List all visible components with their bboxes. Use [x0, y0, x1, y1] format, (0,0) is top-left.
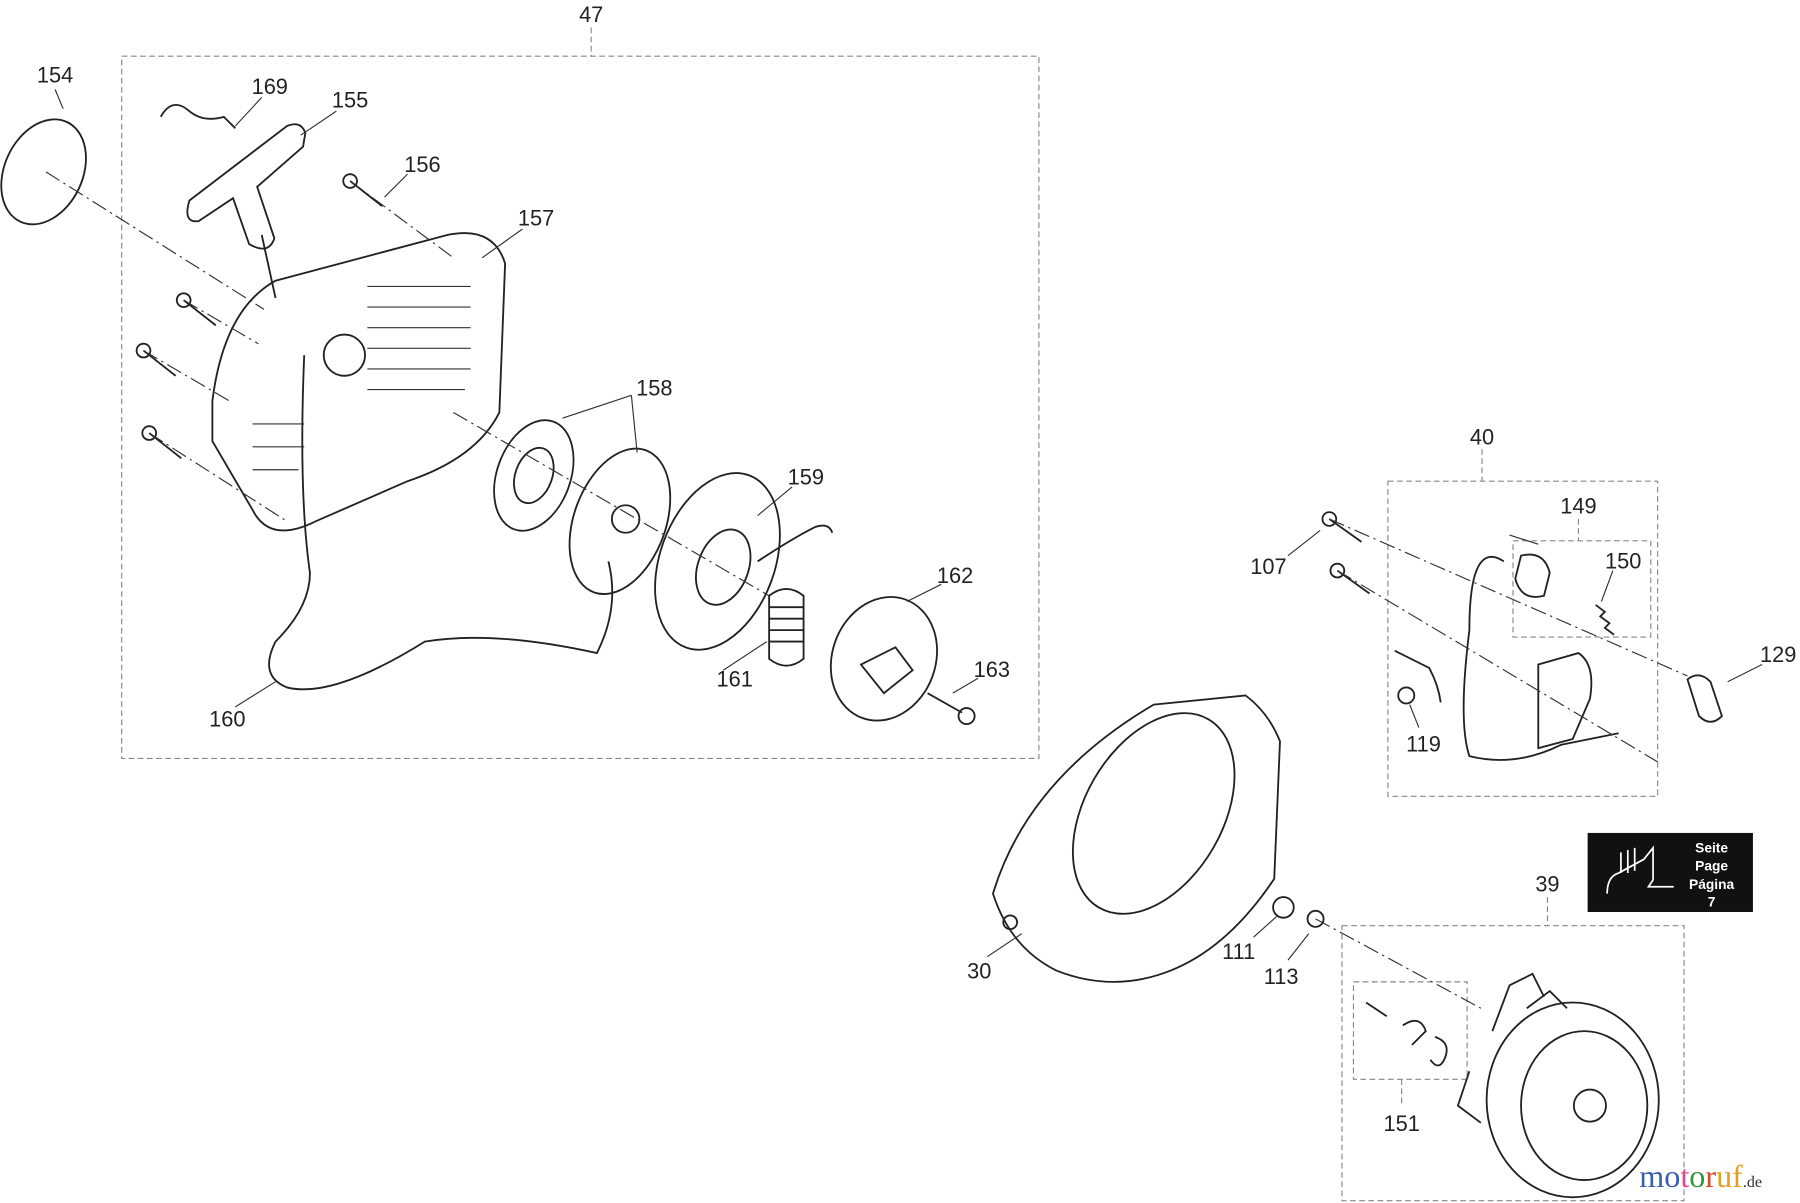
callout-157: 157 — [518, 206, 554, 231]
callout-129: 129 — [1760, 642, 1796, 667]
part-159-rope-pulley — [654, 472, 834, 651]
callout-158: 158 — [636, 375, 672, 400]
logo-letter: o — [1689, 1158, 1705, 1194]
callout-154: 154 — [37, 63, 73, 88]
part-149-spark-cap — [1514, 553, 1551, 598]
callout-47: 47 — [579, 2, 603, 27]
part-163-screw — [927, 692, 976, 726]
part-113-washer — [1306, 909, 1325, 928]
logo-letter: f — [1732, 1158, 1743, 1194]
page-ref-pagina: Página — [1689, 877, 1734, 892]
page-ref-page: Page — [1695, 859, 1728, 874]
starter-cord-icon — [1606, 845, 1674, 894]
part-150-spring — [1595, 604, 1615, 636]
logo-letter: m — [1639, 1158, 1664, 1194]
callout-119: 119 — [1406, 732, 1441, 757]
callout-161: 161 — [717, 666, 753, 691]
assembly-box-39 — [1341, 897, 1685, 1202]
ignition-screws — [1321, 511, 1371, 595]
svg-text:motoruf.de: motoruf.de — [1639, 1158, 1762, 1194]
callout-160: 160 — [209, 706, 245, 731]
callout-111: 111 — [1222, 939, 1255, 964]
housing-grille — [252, 285, 471, 471]
housing-screws — [135, 173, 383, 460]
part-158-spring-and-cover — [493, 419, 672, 595]
callout-155: 155 — [332, 88, 368, 113]
assembly-box-149 — [1512, 519, 1652, 638]
motoruf-watermark-logo: motoruf.de — [1639, 1158, 1762, 1194]
logo-letter: o — [1664, 1158, 1680, 1194]
part-154-gasket-ring — [0, 118, 87, 226]
part-162-pawl-disc — [829, 596, 938, 722]
part-111-nut — [1272, 896, 1295, 919]
logo-suffix: .de — [1743, 1174, 1762, 1191]
callout-107: 107 — [1250, 554, 1286, 579]
callout-113: 113 — [1264, 964, 1299, 989]
callout-40: 40 — [1470, 425, 1494, 450]
logo-letter: r — [1705, 1158, 1716, 1194]
callout-169: 169 — [252, 74, 288, 99]
callout-159: 159 — [788, 465, 824, 490]
part-30-baffle — [992, 694, 1281, 983]
assembly-box-40 — [1387, 449, 1659, 797]
callout-30: 30 — [967, 958, 991, 983]
part-129-spark-plug — [1686, 674, 1723, 723]
part-40-ignition-module — [1394, 555, 1619, 761]
assembly-box-47 — [121, 27, 1040, 760]
callout-149: 149 — [1560, 493, 1596, 518]
callout-151: 151 — [1383, 1111, 1419, 1136]
part-157-fan-housing — [211, 232, 507, 532]
page-ref-number: 7 — [1708, 894, 1716, 909]
part-151-pawl-kit — [1365, 1001, 1448, 1067]
part-119-nut — [1397, 686, 1416, 705]
callout-39: 39 — [1535, 871, 1559, 896]
logo-letter: u — [1716, 1158, 1732, 1194]
part-161-spring — [768, 587, 805, 667]
page-reference-box[interactable]: Seite Page Página 7 — [1587, 832, 1753, 912]
callout-162: 162 — [937, 563, 973, 588]
callout-labels: 47 154 169 155 156 157 158 159 162 163 1… — [37, 2, 1796, 1136]
callout-150: 150 — [1605, 548, 1641, 573]
callout-163: 163 — [974, 657, 1010, 682]
part-39-flywheel — [1456, 972, 1660, 1199]
leader-lines — [54, 89, 1763, 961]
page-ref-seite: Seite — [1695, 840, 1728, 855]
part-155-starter-grip — [186, 123, 307, 299]
part-160-starter-rope — [268, 355, 614, 691]
logo-letter: t — [1680, 1158, 1689, 1194]
part-169-grip-clip — [159, 104, 236, 129]
assembly-box-151 — [1352, 981, 1468, 1106]
axis-lines — [45, 171, 1688, 1009]
callout-156: 156 — [404, 152, 440, 177]
